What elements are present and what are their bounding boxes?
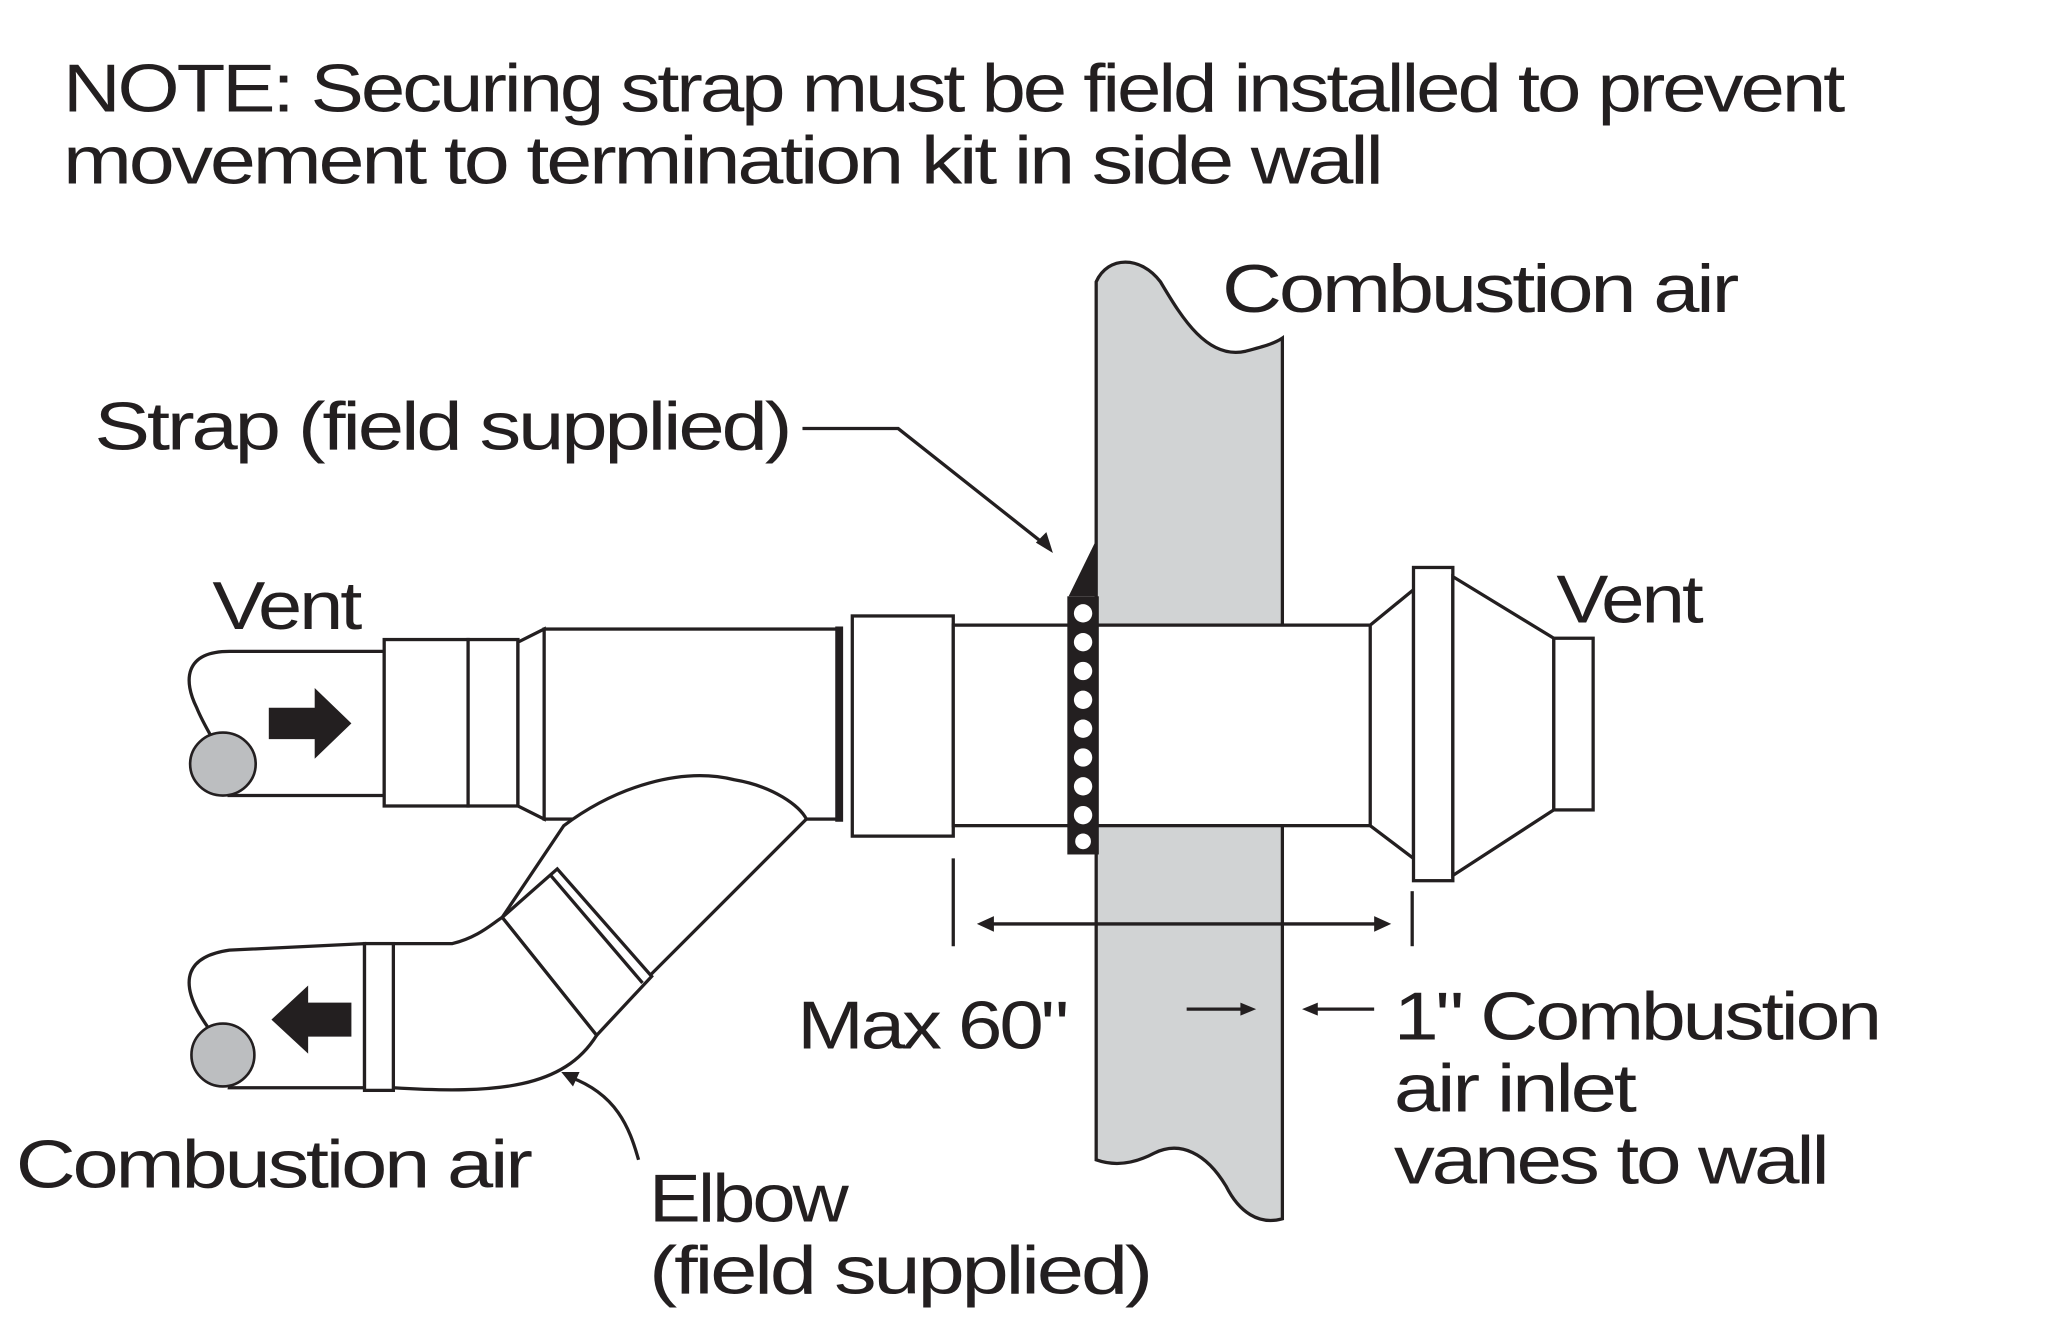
- elbow-pipe: [187, 774, 809, 1093]
- strap-leader: [802, 426, 1050, 550]
- combustion-air-bottom-label: Combustion air: [16, 1126, 532, 1202]
- strap-label: Strap (field supplied): [94, 389, 789, 465]
- max-length-label: Max 60": [797, 987, 1066, 1063]
- note-line-1: NOTE: Securing strap must be field insta…: [63, 50, 1845, 126]
- vent-right-label: Vent: [1556, 562, 1703, 638]
- note-line-2: movement to termination kit in side wall: [63, 122, 1381, 198]
- elbow-label-line-1: Elbow: [649, 1160, 850, 1236]
- pipe-cut-end: [190, 1022, 256, 1088]
- inlet-label-line-3: vanes to wall: [1394, 1122, 1827, 1198]
- vent-left-label: Vent: [212, 568, 362, 644]
- inlet-label-line-1: 1" Combustion: [1394, 978, 1879, 1054]
- max-length-dimension: [951, 858, 1414, 1016]
- combustion-air-top-label: Combustion air: [1222, 251, 1738, 327]
- elbow-leader: [569, 1075, 641, 1161]
- inlet-label-line-2: air inlet: [1394, 1050, 1637, 1126]
- through-wall-pipe: [951, 623, 1379, 828]
- vent-termination-cap: [1368, 565, 1595, 883]
- vent-pipe-left: [187, 626, 844, 822]
- flow-arrow-right-icon: [268, 688, 352, 759]
- securing-strap: [1067, 537, 1099, 855]
- elbow-label-line-2: (field supplied): [649, 1233, 1150, 1309]
- coupling: [850, 614, 955, 838]
- flow-arrow-left-icon: [271, 985, 352, 1054]
- pipe-cut-end: [188, 731, 257, 797]
